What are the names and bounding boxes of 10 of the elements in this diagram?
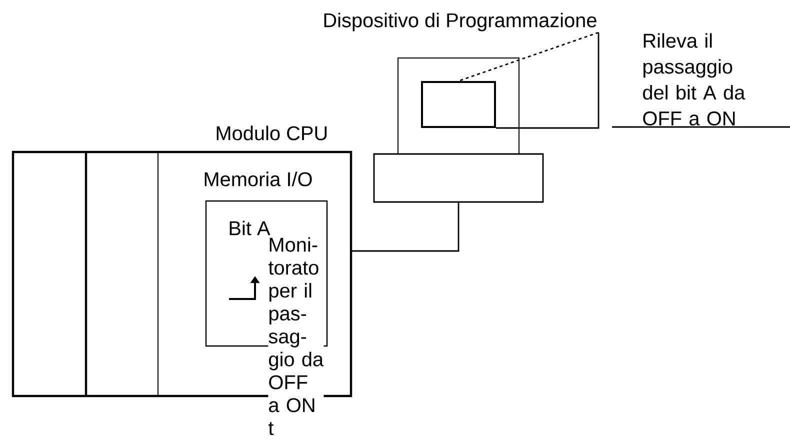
- node-label: Modulo CPU: [216, 126, 327, 140]
- callout-line: [496, 32, 600, 129]
- device-title: Dispositivo di Programmazione: [324, 12, 596, 32]
- cable-line: [352, 202, 460, 252]
- note-text: Rileva il passaggio del bit A da OFF a ON: [642, 33, 752, 126]
- monitor-box: [398, 58, 520, 154]
- note-text: Moni- torato per il pas- sag- gio da OFF a ON t: [268, 237, 324, 436]
- device-base: [373, 153, 544, 203]
- leader-line: [458, 32, 599, 82]
- screen-box: [421, 81, 496, 128]
